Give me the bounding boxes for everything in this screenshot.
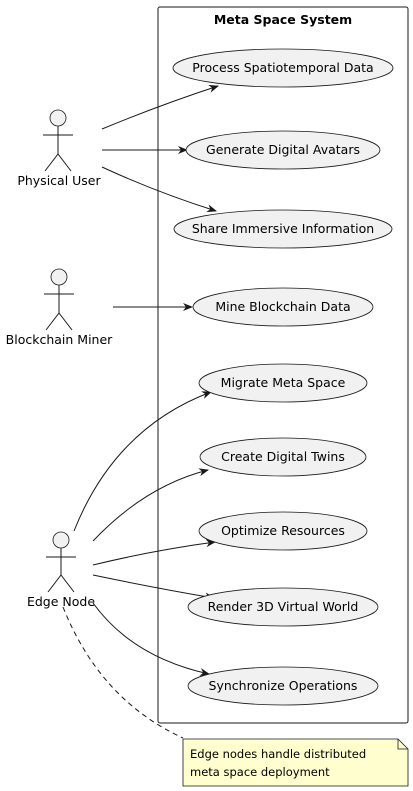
- use-case-twins: Create Digital Twins: [199, 437, 367, 477]
- note-box: [182, 738, 409, 787]
- use-case-label: Share Immersive Information: [192, 221, 374, 236]
- use-case-render: Render 3D Virtual World: [187, 587, 379, 627]
- system-boundary: Meta Space System: [157, 6, 409, 724]
- association-edge-node-sync: [92, 602, 210, 676]
- actor-body-icon: [43, 126, 73, 172]
- use-case-label: Process Spatiotemporal Data: [192, 60, 373, 75]
- use-case-label: Mine Blockchain Data: [215, 299, 350, 314]
- note-connector: [62, 606, 184, 739]
- association-edge-node-migrate: [73, 391, 212, 532]
- association-physical-user-process: [101, 85, 219, 130]
- use-case-migrate: Migrate Meta Space: [198, 363, 368, 403]
- use-case-mine: Mine Blockchain Data: [192, 287, 374, 327]
- actor-label: Edge Node: [27, 594, 95, 609]
- actor-head-icon: [52, 531, 70, 549]
- use-case-avatars: Generate Digital Avatars: [185, 130, 381, 170]
- note-line-2: meta space deployment: [190, 765, 330, 779]
- actor-body-icon: [44, 285, 74, 331]
- note-fold-icon: [397, 739, 408, 750]
- use-case-label: Migrate Meta Space: [221, 375, 346, 390]
- use-case-label: Synchronize Operations: [209, 678, 358, 693]
- association-edge-node-optimize: [92, 539, 216, 566]
- use-case-label: Create Digital Twins: [221, 449, 345, 464]
- actor-label: Physical User: [17, 173, 101, 188]
- actor-head-icon: [49, 109, 67, 127]
- actor-body-icon: [46, 548, 76, 593]
- use-case-sync: Synchronize Operations: [187, 666, 379, 706]
- association-edge-node-render: [92, 574, 215, 601]
- use-case-label: Generate Digital Avatars: [206, 142, 360, 157]
- use-case-label: Optimize Resources: [221, 523, 345, 538]
- associations: [73, 85, 219, 676]
- actor-blockchain-miner: Blockchain Miner: [6, 268, 114, 347]
- note-line-1: Edge nodes handle distributed: [190, 747, 366, 761]
- note: Edge nodes handle distributed meta space…: [182, 738, 409, 787]
- association-edge-node-twins: [92, 468, 209, 542]
- use-case-optimize: Optimize Resources: [198, 511, 368, 551]
- association-physical-user-share: [101, 166, 217, 213]
- use-case-share: Share Immersive Information: [173, 209, 393, 249]
- use-case-label: Render 3D Virtual World: [208, 599, 359, 614]
- use-case-process: Process Spatiotemporal Data: [172, 48, 394, 88]
- actor-head-icon: [50, 268, 68, 286]
- system-title: Meta Space System: [214, 12, 352, 27]
- actor-physical-user: Physical User: [17, 109, 102, 188]
- actor-edge-node: Edge Node: [27, 531, 95, 609]
- actor-label: Blockchain Miner: [6, 332, 114, 347]
